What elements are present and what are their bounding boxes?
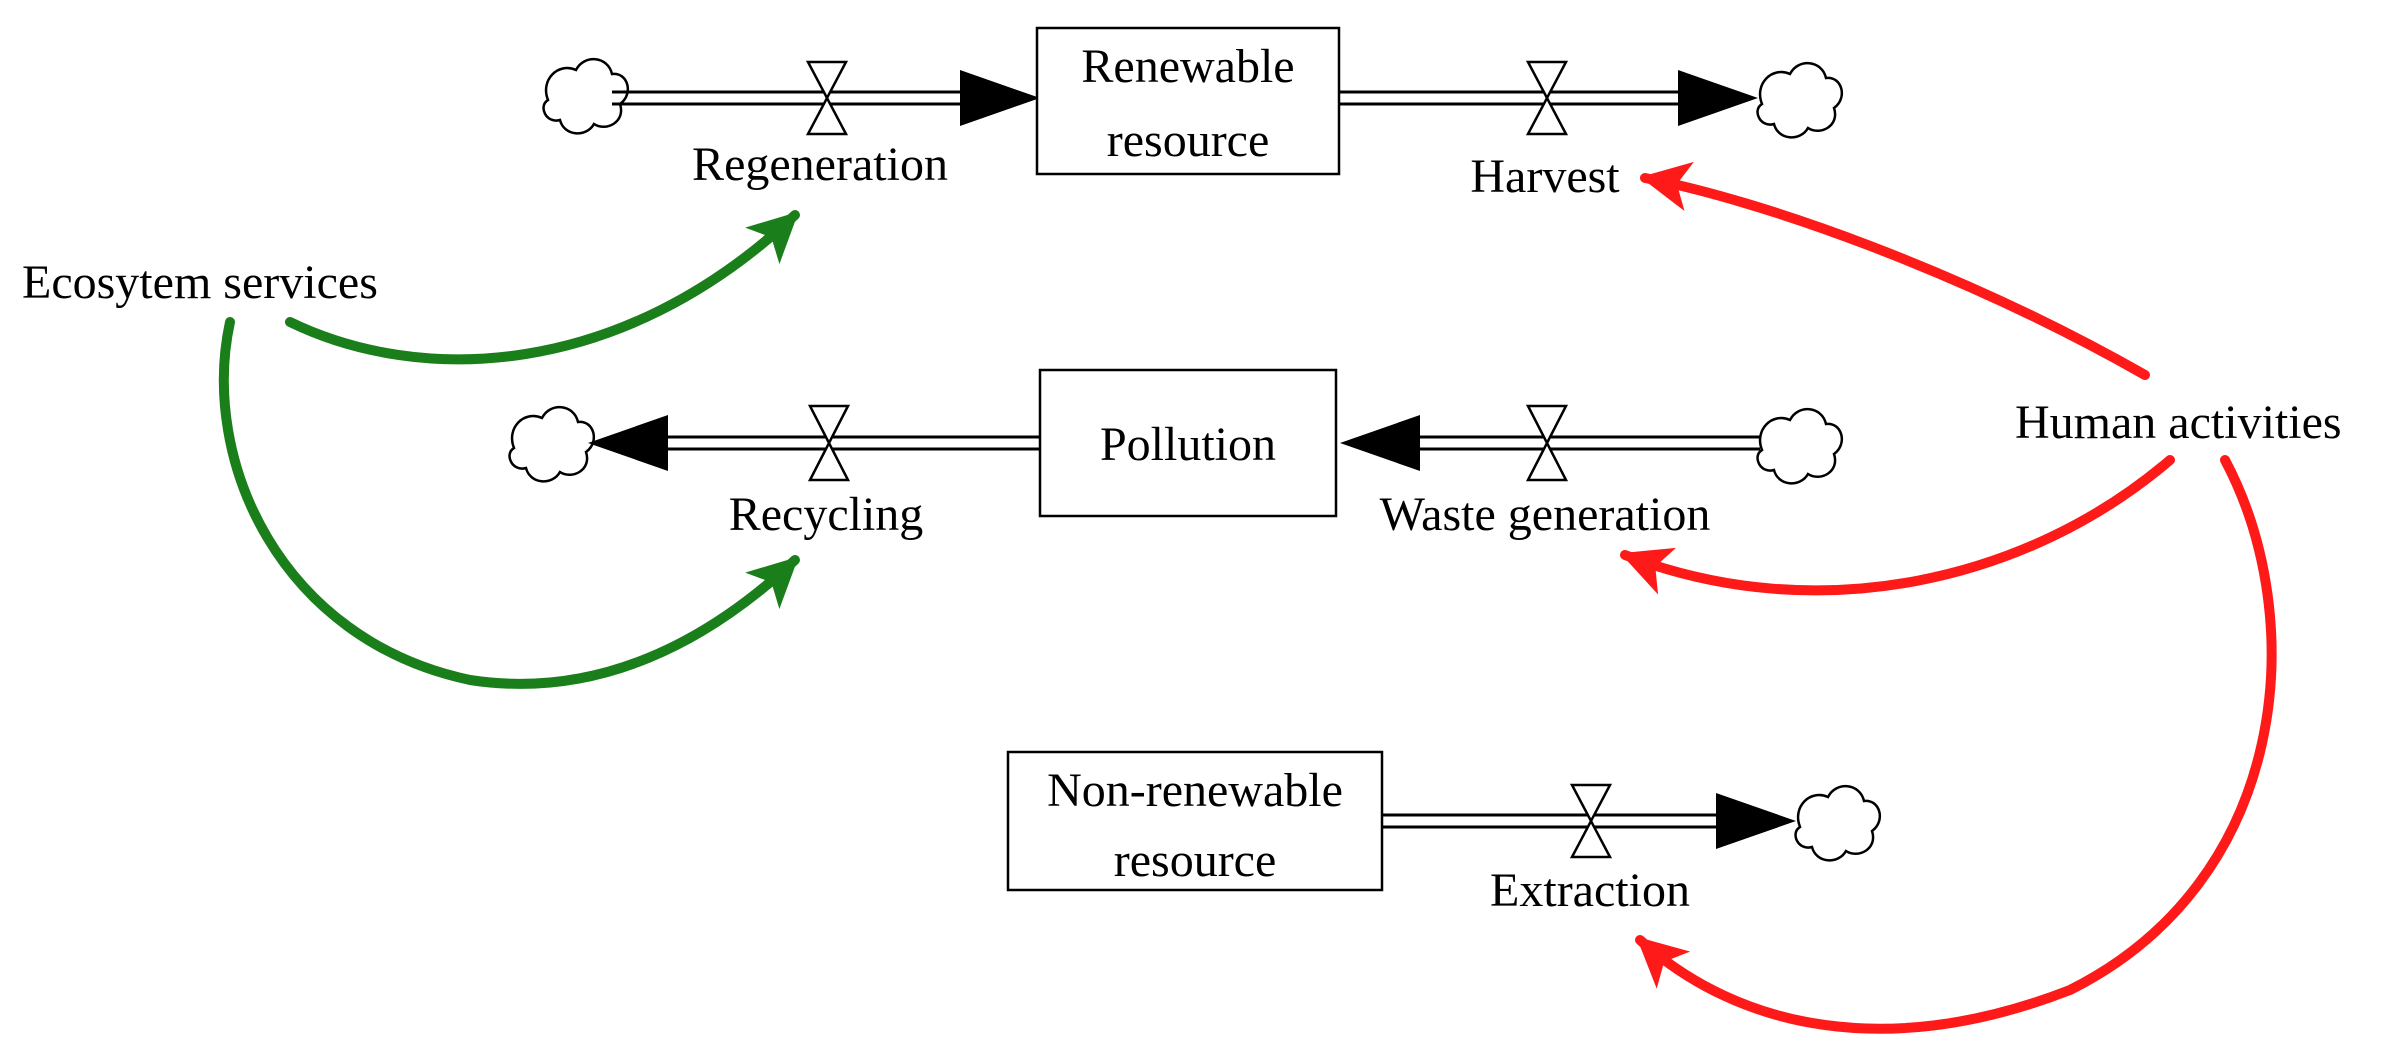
flow-pipe-harvest (1339, 70, 1758, 126)
cloud-source-icon (1756, 408, 1844, 485)
cloud-source-icon (542, 58, 630, 135)
valve-icon (1569, 783, 1613, 859)
valve-icon (1525, 404, 1569, 482)
link-ecosystem-to-regeneration (285, 210, 800, 365)
flow-label-waste-generation: Waste generation (1380, 488, 1711, 541)
flow-pipe-extraction (1382, 793, 1796, 849)
stock-label-renewable-line2: resource (1107, 114, 1270, 167)
link-human-to-harvest (1640, 161, 2150, 380)
flow-pipe-regeneration (612, 70, 1040, 126)
stock-label-pollution: Pollution (1100, 418, 1276, 471)
flow-label-recycling: Recycling (729, 488, 924, 541)
stock-label-renewable-line1: Renewable (1081, 40, 1294, 93)
stock-pollution[interactable]: Pollution (1038, 368, 1338, 518)
cloud-sink-icon (508, 406, 596, 483)
stock-label-nonrenewable-line2: resource (1114, 834, 1277, 887)
driver-label-ecosystem-services: Ecosytem services (22, 256, 378, 309)
valve-icon (1525, 60, 1569, 136)
link-human-to-waste-generation (1620, 455, 2175, 596)
flow-label-regeneration: Regeneration (692, 138, 948, 191)
flow-pipe-recycling (588, 415, 1040, 471)
stock-nonrenewable-resource[interactable]: Non-renewable resource (1006, 750, 1384, 892)
flow-label-extraction: Extraction (1490, 864, 1690, 917)
valve-icon (807, 404, 851, 482)
cloud-sink-icon (1794, 785, 1882, 862)
cloud-sink-icon (1756, 62, 1844, 139)
link-human-to-extraction (1635, 455, 2277, 1034)
stock-label-nonrenewable-line1: Non-renewable (1047, 764, 1343, 817)
valve-icon (805, 60, 849, 136)
stock-renewable-resource[interactable]: Renewable resource (1035, 26, 1341, 176)
flow-pipe-waste-generation (1340, 415, 1760, 471)
link-ecosystem-to-recycling (218, 317, 800, 689)
driver-label-human-activities: Human activities (2015, 396, 2342, 449)
flow-label-harvest: Harvest (1470, 150, 1620, 203)
